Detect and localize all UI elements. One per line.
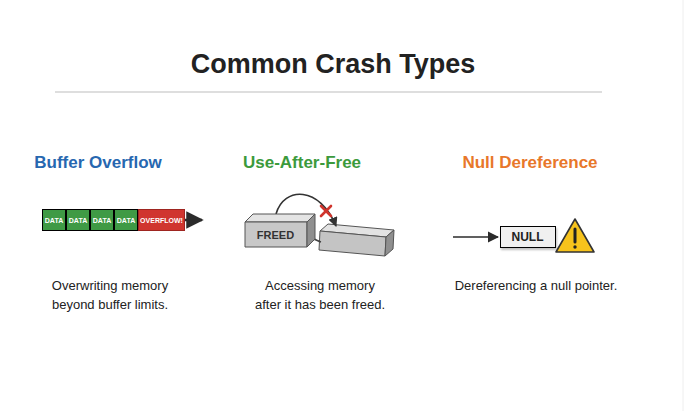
memory-block — [319, 224, 394, 256]
data-cell: DATA — [66, 209, 90, 231]
description-text: Accessing memory after it has been freed… — [253, 276, 388, 314]
description-text: Overwriting memory beyond buffer limits. — [43, 276, 178, 314]
edge-rule — [683, 0, 684, 411]
node-text: DATA — [115, 210, 137, 230]
column-heading: Use-After-Free — [202, 152, 402, 174]
data-cell: DATA — [114, 209, 138, 231]
freed-block: FREED — [244, 212, 316, 248]
overflow-cell: OVERFLOW! — [138, 209, 185, 231]
node-text: DATA — [67, 210, 89, 230]
node-text: OVERFLOW! — [139, 210, 184, 230]
data-cell: DATA — [90, 209, 114, 231]
column-heading: Null Dereference — [430, 152, 630, 174]
overflow-arrow — [185, 219, 202, 222]
pointer-arrow — [453, 236, 498, 238]
description-text: Dereferencing a null pointer. — [426, 276, 646, 295]
title-rule — [55, 92, 602, 93]
invalid-mark — [321, 206, 331, 216]
node-text: NULL — [501, 227, 554, 246]
data-cell: DATA — [42, 209, 66, 231]
diagram-title: Common Crash Types — [133, 48, 533, 80]
column-heading: Buffer Overflow — [0, 152, 198, 174]
node-text: FREED — [244, 222, 307, 247]
node-text: DATA — [43, 210, 65, 230]
node-text: DATA — [91, 210, 113, 230]
null-box: NULL — [500, 226, 556, 248]
warning-symbol — [556, 219, 594, 252]
